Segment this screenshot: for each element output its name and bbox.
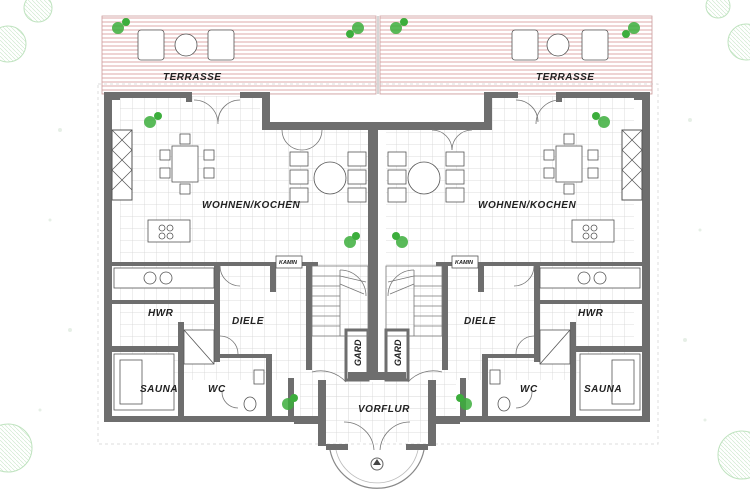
fireplace-left xyxy=(275,255,303,269)
label-hall-right: DIELE xyxy=(464,316,496,327)
label-terrace-left: TERRASSE xyxy=(163,72,221,83)
label-living-left: WOHNEN/KOCHEN xyxy=(202,200,300,211)
entrance-arc xyxy=(329,449,425,489)
label-wardrobe-right: GARD xyxy=(393,339,403,366)
label-vestibule: VORFLUR xyxy=(358,404,410,415)
label-utility-left: HWR xyxy=(148,308,174,319)
label-sauna-left: SAUNA xyxy=(140,384,178,395)
label-fireplace-left: KAMIN xyxy=(279,260,298,266)
arrow-up-icon xyxy=(370,457,384,471)
plot-outline xyxy=(97,83,659,445)
vestibule-walls xyxy=(294,372,460,450)
label-wardrobe-left: GARD xyxy=(353,339,363,366)
staircase xyxy=(311,265,443,337)
landscape xyxy=(38,118,707,422)
label-wc-right: WC xyxy=(520,384,538,395)
furniture xyxy=(113,29,641,412)
label-utility-right: HWR xyxy=(578,308,604,319)
fireplace-right xyxy=(451,255,479,269)
label-hall-left: DIELE xyxy=(232,316,264,327)
label-wc-left: WC xyxy=(208,384,226,395)
plant-icon xyxy=(112,18,640,410)
label-sauna-right: SAUNA xyxy=(584,384,622,395)
label-terrace-right: TERRASSE xyxy=(536,72,594,83)
label-living-right: WOHNEN/KOCHEN xyxy=(478,200,576,211)
label-fireplace-right: KAMIN xyxy=(455,260,474,266)
plant-icon xyxy=(0,0,750,480)
door-swings xyxy=(193,99,561,451)
